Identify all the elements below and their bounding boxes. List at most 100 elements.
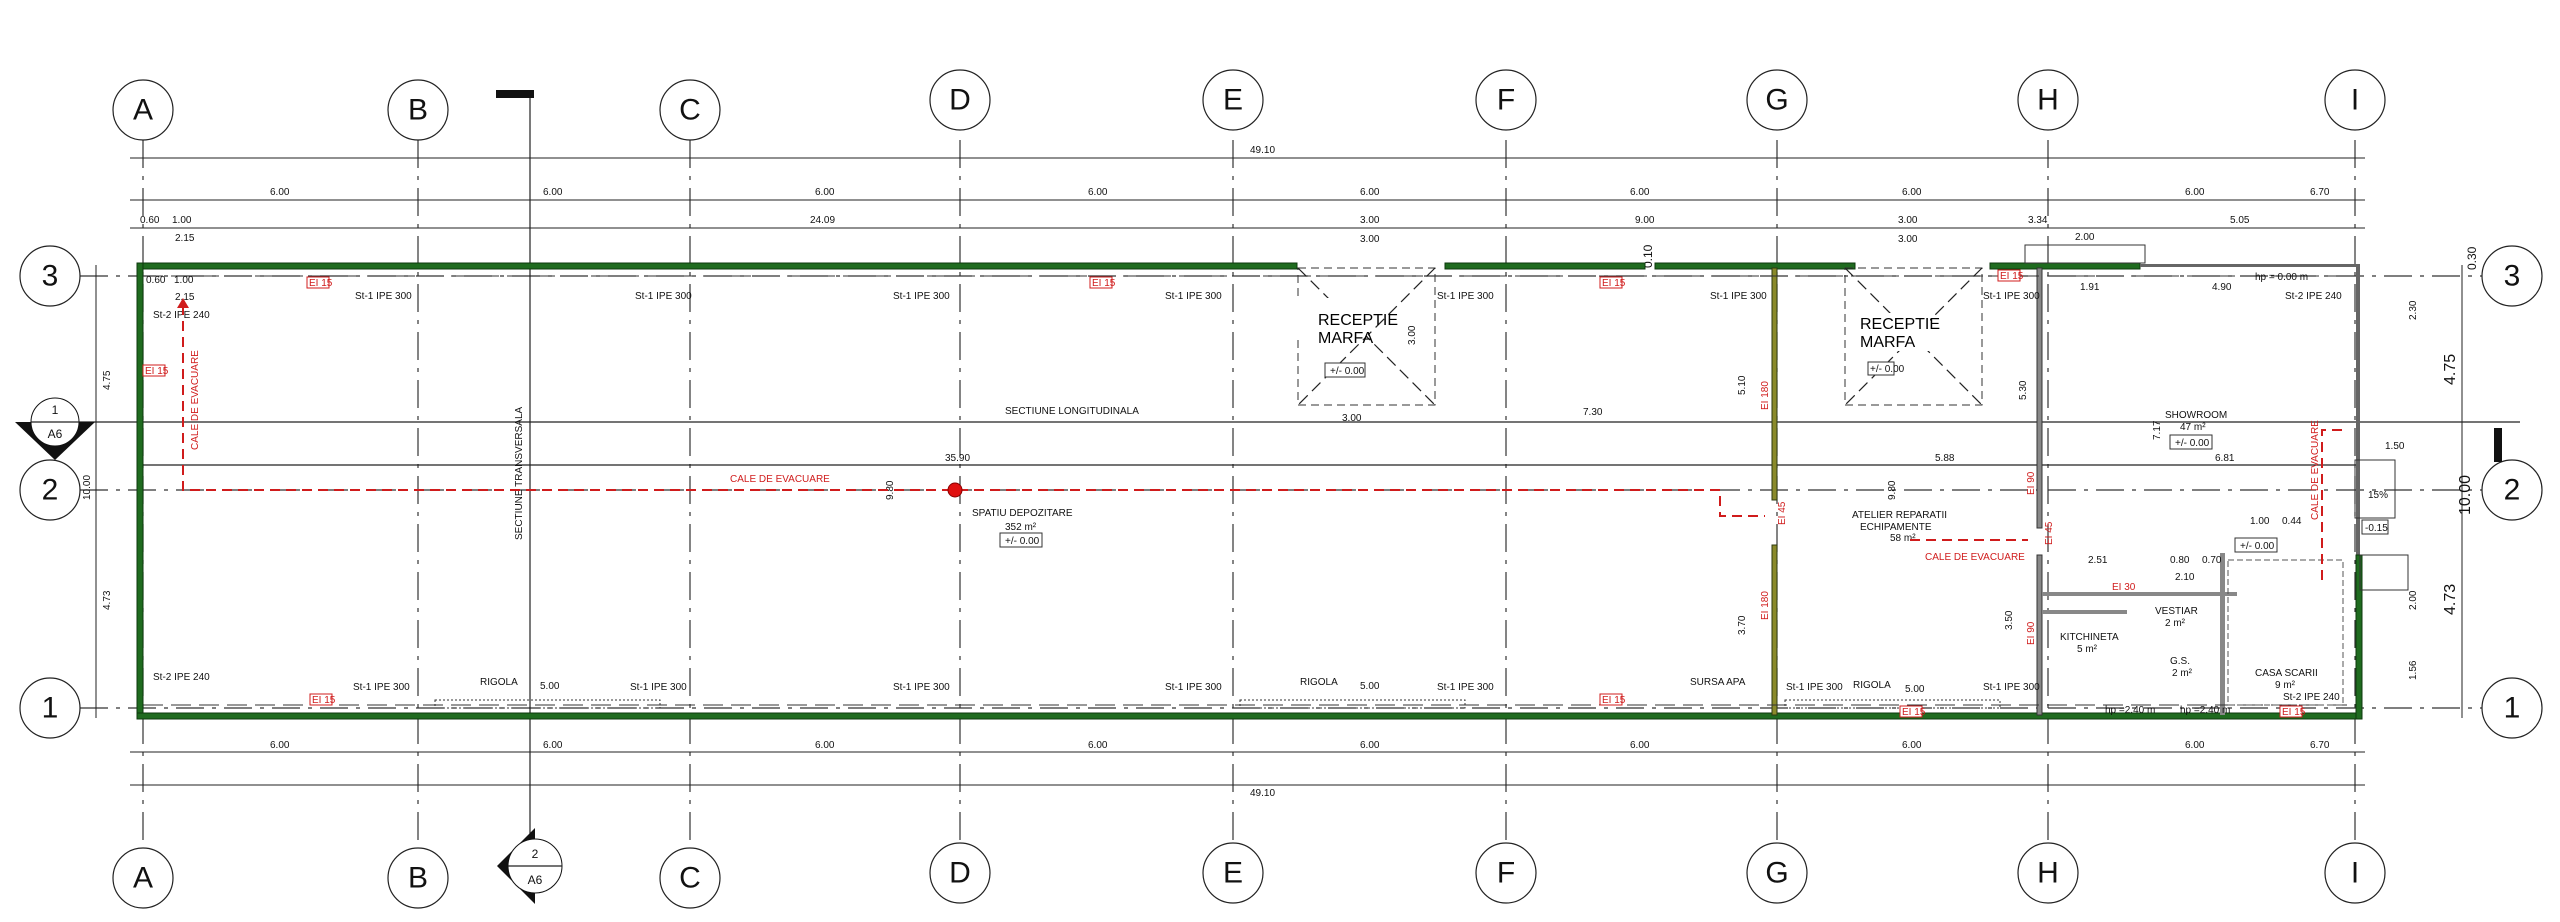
- beam-labels-text: St-1 IPE 300: [1710, 291, 1767, 302]
- grid-label: I: [2351, 857, 2359, 890]
- grid-label: C: [679, 862, 701, 895]
- rigola-drains-text: 5.00: [1360, 681, 1380, 692]
- dimensions-top-text: 3.00: [1898, 234, 1918, 245]
- fire-rating-tags-text: EI 15: [312, 695, 336, 706]
- receptie-marfa-1: RECEPTIE MARFA +/- 0.00 3.00 3.00: [1296, 267, 1436, 424]
- beam-labels-text: St-1 IPE 300: [635, 291, 692, 302]
- grid-bubbles-bottom-circle: [929, 842, 991, 904]
- evacuation-route-polyline: [2321, 429, 2345, 580]
- ramp-rect: [2359, 554, 2409, 591]
- room-gs-text: G.S.: [2170, 656, 2190, 667]
- dimensions-bottom-text: 49.10: [1250, 788, 1275, 799]
- exterior-walls: [136, 244, 2363, 720]
- receptie-marfa-1-rect: [1324, 362, 1366, 378]
- rigola-drains-text: RIGOLA: [480, 677, 518, 688]
- dim: 7.17: [2152, 420, 2163, 440]
- fire-rating-tags-text: EI 15: [1602, 278, 1626, 289]
- dimensions-top-text: 6.00: [2185, 187, 2205, 198]
- section-cut-mark: [496, 90, 534, 98]
- room-spatiu-depozitare-text: 352 m²: [1005, 522, 1037, 533]
- grid-label: F: [1497, 857, 1515, 890]
- dimensions-side-text: 10.00: [2457, 475, 2474, 515]
- room-casa-scarii-rect: [2227, 559, 2344, 706]
- dimensions-top-text: 3.00: [1360, 234, 1380, 245]
- exterior-walls-rect: [136, 262, 1298, 270]
- dimensions-top-text: 6.00: [1902, 187, 1922, 198]
- evacuation-route-polygon: [177, 298, 189, 308]
- dimensions-top-text: 0.60: [140, 215, 160, 226]
- dimensions-bottom-text: 6.00: [1630, 740, 1650, 751]
- exterior-walls-rect: [136, 262, 144, 720]
- grid-bubbles-top-circle: [1475, 69, 1537, 131]
- dimensions-top-text: 2.15: [175, 233, 195, 244]
- room-showroom-rect: [2169, 434, 2213, 450]
- beam-labels-text: St-1 IPE 300: [1165, 291, 1222, 302]
- exterior-walls-rect: [1989, 262, 2141, 270]
- room-kitchineta-text: 5 m²: [2077, 644, 2098, 655]
- exterior-walls-rect: [2355, 554, 2363, 720]
- exterior-walls-rect: [1444, 262, 1646, 270]
- dimensions-top: 49.10 6.00 6.00 6.00 6.00 6.00 6.00 6.00…: [130, 145, 2479, 270]
- receptie-marfa-1-text: 3.00: [1407, 325, 1418, 345]
- receptie-marfa-2-rect: [1858, 313, 1930, 351]
- grid-bubbles-bottom-circle: [1202, 842, 1264, 904]
- ramp: 15% -0.15: [2354, 459, 2409, 591]
- beam-labels-text: St-1 IPE 300: [353, 682, 410, 693]
- dim: 1.00: [2250, 516, 2270, 527]
- dim: 5.30: [2018, 380, 2029, 400]
- beam-labels-text: St-1 IPE 300: [893, 291, 950, 302]
- beam-labels-text: St-1 IPE 300: [893, 682, 950, 693]
- grid-bubbles-top-circle: [112, 79, 174, 141]
- receptie-marfa-2-rect: [1844, 267, 1983, 406]
- dimensions-bottom-text: 6.00: [1902, 740, 1922, 751]
- evacuation-route: CALE DE EVACUARE CALE DE EVACUARE CALE D…: [177, 298, 2345, 580]
- grid-bubbles-bottom-circle: [1475, 842, 1537, 904]
- grid-label: E: [1223, 84, 1243, 117]
- exterior-walls-rect: [2356, 265, 2360, 555]
- dim: 3.70: [1737, 615, 1748, 635]
- evacuation-route-polyline: [182, 305, 1765, 517]
- evacuation-route-text: CALE DE EVACUARE: [190, 350, 201, 450]
- room-atelier-text: ECHIPAMENTE: [1860, 522, 1932, 533]
- rigola-drains: RIGOLA 5.00 RIGOLA 5.00 RIGOLA 5.00 SURS…: [434, 677, 2001, 709]
- dimensions-bottom-text: 6.00: [543, 740, 563, 751]
- beam-labels-text: St-2 IPE 240: [153, 672, 210, 683]
- dimensions-bottom-text: 6.70: [2310, 740, 2330, 751]
- fire-rating-tags-rect: [1997, 269, 2021, 282]
- grid-bubbles-top-circle: [1746, 69, 1808, 131]
- receptie-marfa-1-text: RECEPTIE: [1318, 312, 1398, 329]
- grid-label: E: [1223, 857, 1243, 890]
- receptie-marfa-2-text: RECEPTIE: [1860, 316, 1940, 333]
- rigola-drains-rect: [1784, 699, 2001, 709]
- section-marker-1-text: 1: [52, 403, 59, 417]
- fire-rating-tags-text: EI 180: [1760, 591, 1771, 620]
- receptie-marfa-1-text: +/- 0.00: [1330, 366, 1365, 377]
- dimensions-bottom-text: 6.00: [1360, 740, 1380, 751]
- dim: 5.10: [1737, 375, 1748, 395]
- receptie-marfa-2-rect: [1867, 361, 1895, 376]
- grid-bubbles-rows: 3 2 1 3 2 1: [19, 245, 2543, 739]
- dimensions-top-text: 6.00: [815, 187, 835, 198]
- fire-rating-tags-rect: [142, 364, 166, 377]
- dimensions-top-text: 49.10: [1250, 145, 1275, 156]
- dimensions-top-text: 6.00: [270, 187, 290, 198]
- fire-rating-tags-text: EI 15: [1092, 278, 1116, 289]
- grid-bubbles-bottom-circle: [2017, 842, 2079, 904]
- evacuation-route-text: CALE DE EVACUARE: [730, 474, 830, 485]
- section-marker-1[interactable]: 1 A6: [15, 397, 95, 460]
- receptie-marfa-1-line: [1297, 267, 1436, 406]
- dimensions-side: 4.75 10.00 4.73 4.75 10.00 4.73 2.30 1.5…: [82, 265, 2474, 718]
- grid-bubbles-top-circle: [2324, 69, 2386, 131]
- grid-label: B: [408, 862, 428, 895]
- room-gs: G.S. 2 m² hp =2.40 m hp =2.40 m: [2105, 656, 2230, 716]
- beam-labels-text: St-2 IPE 240: [153, 310, 210, 321]
- fire-rating-tags-rect: [1899, 705, 1923, 718]
- dimensions-top-text: 6.00: [1630, 187, 1650, 198]
- grid-bubbles-bottom-circle: [2324, 842, 2386, 904]
- grid-label: 3: [2504, 260, 2521, 293]
- evacuation-route-text: CALE DE EVACUARE: [2310, 420, 2321, 520]
- beam-labels-text: St-1 IPE 300: [630, 682, 687, 693]
- section-marker-2[interactable]: 2 A6: [497, 828, 563, 904]
- fire-rating-tags-text: EI 180: [1760, 381, 1771, 410]
